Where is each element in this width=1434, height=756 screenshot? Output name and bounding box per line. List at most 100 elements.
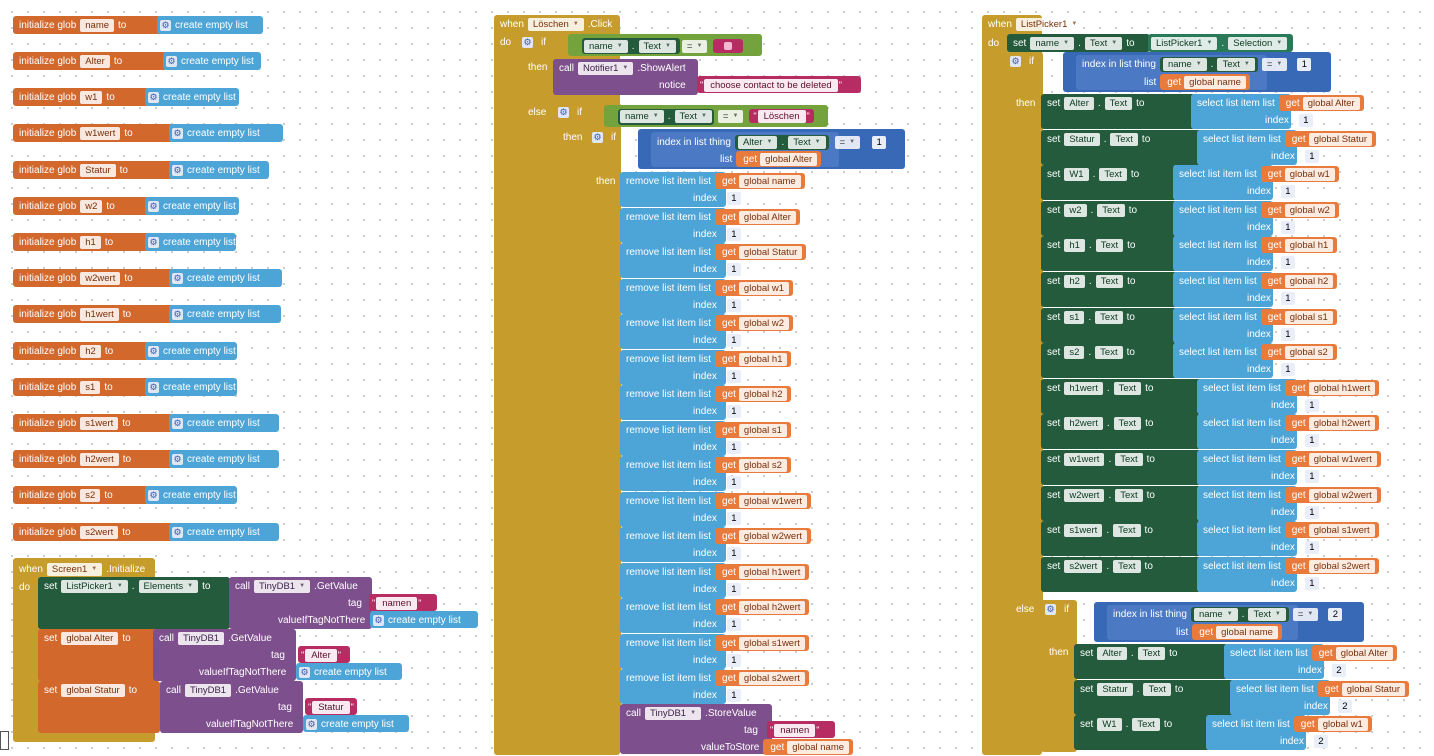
number-block[interactable]: 1	[726, 298, 741, 312]
remove-list-item-block[interactable]	[620, 172, 726, 207]
number-block[interactable]: 1	[726, 227, 741, 241]
global-name-field[interactable]: Alter	[80, 54, 110, 68]
gear-icon[interactable]: ⚙	[148, 381, 159, 393]
number-block[interactable]: 1	[726, 333, 741, 347]
create-empty-list-block[interactable]	[163, 52, 261, 70]
if-block-else[interactable]	[1041, 600, 1077, 752]
select-list-item-block[interactable]	[1197, 379, 1297, 414]
number-block[interactable]: 1	[1304, 540, 1319, 554]
text-prop-dropdown[interactable]: Text	[1104, 96, 1133, 110]
number-block[interactable]: 1	[1304, 398, 1319, 412]
text-prop-dropdown[interactable]: Text▼	[1084, 36, 1123, 50]
text-prop-dropdown[interactable]: Text	[1115, 452, 1143, 466]
s1wert-dropdown[interactable]: s1wert	[1064, 523, 1103, 537]
selection-dropdown[interactable]: Selection▼	[1228, 36, 1288, 50]
number-block[interactable]: 2	[1313, 734, 1328, 748]
if-block-innermost[interactable]	[589, 128, 621, 748]
number-block[interactable]: 2	[1328, 607, 1343, 621]
create-empty-list-block-init[interactable]	[370, 611, 478, 628]
global-name-field[interactable]: h2wert	[80, 452, 119, 466]
remove-list-item-block[interactable]	[620, 456, 726, 491]
number-block[interactable]: 1	[726, 653, 741, 667]
h2-dropdown[interactable]: h2	[1064, 274, 1085, 288]
tinydb-dropdown[interactable]: TinyDB1▼	[645, 706, 702, 720]
select-list-item-block[interactable]	[1197, 130, 1297, 165]
loeschen-dropdown[interactable]: Löschen▼	[527, 17, 584, 31]
w2-dropdown[interactable]: w2	[1064, 203, 1087, 217]
tinydb-dropdown[interactable]: TinyDB1	[185, 683, 232, 697]
select-list-item-block[interactable]	[1173, 201, 1273, 236]
select-list-item-block[interactable]	[1224, 644, 1324, 679]
if-block-outer[interactable]	[519, 33, 559, 753]
global-name-field[interactable]: s1wert	[80, 416, 119, 430]
gear-icon[interactable]: ⚙	[148, 236, 159, 248]
number-block[interactable]: 1	[1304, 576, 1319, 590]
name-dropdown[interactable]: name▼	[584, 39, 628, 53]
text-prop-dropdown[interactable]: Text	[1095, 274, 1124, 288]
remove-list-item-block[interactable]	[620, 598, 726, 633]
remove-list-item-block[interactable]	[620, 634, 726, 669]
global-name-field[interactable]: w1wert	[80, 126, 121, 140]
select-list-item-block[interactable]	[1197, 557, 1297, 592]
global-name-field[interactable]: s2	[80, 488, 101, 502]
tinydb-getvalue-call[interactable]	[153, 629, 296, 681]
global-name-field[interactable]: w1	[80, 90, 103, 104]
number-block[interactable]: 1	[1280, 291, 1295, 305]
text-prop-dropdown[interactable]: Text	[1113, 523, 1141, 537]
text-prop-dropdown[interactable]: Text▼	[674, 109, 712, 123]
create-empty-list-block[interactable]	[169, 269, 282, 287]
w2wert-dropdown[interactable]: w2wert	[1064, 488, 1105, 502]
name-dropdown[interactable]: name▼	[620, 109, 664, 123]
notifier-dropdown[interactable]: Notifier1▼	[578, 61, 634, 75]
global-name-field[interactable]: s2wert	[80, 525, 119, 539]
remove-list-item-block[interactable]	[620, 421, 726, 456]
number-block[interactable]: 1	[726, 511, 741, 525]
w1-dropdown[interactable]: W1	[1064, 167, 1089, 181]
number-block[interactable]: 1	[726, 617, 741, 631]
select-list-item-block[interactable]	[1173, 236, 1273, 271]
empty-text-block[interactable]	[713, 39, 744, 53]
name-dropdown[interactable]: name▼	[1162, 57, 1207, 71]
remove-list-item-block[interactable]	[620, 243, 726, 278]
gear-icon[interactable]: ⚙	[160, 19, 171, 31]
create-empty-list-block[interactable]	[157, 16, 263, 34]
remove-list-item-block[interactable]	[620, 527, 726, 562]
tinydb-dropdown[interactable]: TinyDB1▼	[254, 579, 311, 593]
equals-dropdown[interactable]: =▼	[1292, 607, 1319, 621]
select-list-item-block[interactable]	[1173, 343, 1273, 378]
remove-list-item-block[interactable]	[620, 208, 726, 243]
text-loeschen-block[interactable]: "Löschen"	[749, 109, 814, 123]
number-block[interactable]: 2	[1331, 663, 1346, 677]
number-block[interactable]: 2	[1337, 699, 1352, 713]
number-block[interactable]: 1	[1280, 220, 1295, 234]
text-prop-dropdown[interactable]: Text▼	[788, 135, 826, 149]
gear-icon[interactable]: ⚙	[148, 489, 159, 501]
number-block[interactable]: 1	[1280, 327, 1295, 341]
text-prop-dropdown[interactable]: Text▼	[638, 39, 676, 53]
gear-icon[interactable]: ⚙	[172, 308, 183, 320]
s2wert-dropdown[interactable]: s2wert	[1064, 559, 1103, 573]
name-dropdown[interactable]: name▼	[1030, 36, 1075, 50]
create-empty-list-block[interactable]	[296, 663, 402, 680]
text-namen-value[interactable]: namen	[376, 596, 418, 610]
create-empty-list-block[interactable]	[169, 305, 281, 323]
w1-dropdown[interactable]: W1	[1097, 717, 1122, 731]
text-prop-dropdown[interactable]: Text▼	[1248, 607, 1286, 621]
select-list-item-block[interactable]	[1191, 94, 1291, 129]
if-block-afterpicking[interactable]	[1007, 52, 1043, 752]
gear-icon[interactable]: ⚙	[166, 55, 177, 67]
